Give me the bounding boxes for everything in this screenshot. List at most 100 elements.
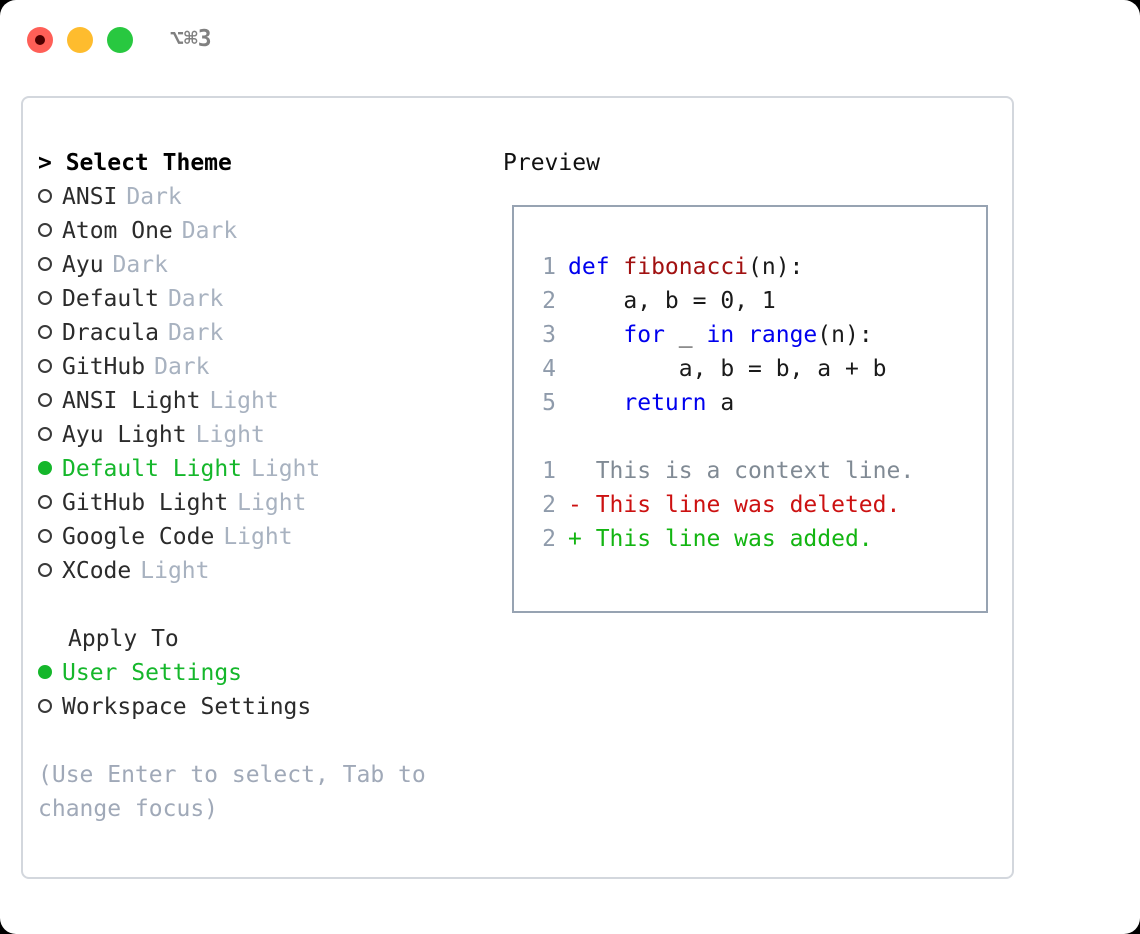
theme-radio bbox=[38, 282, 62, 316]
theme-radio bbox=[38, 384, 62, 418]
theme-list-item[interactable]: ANSI Dark bbox=[38, 180, 488, 214]
code-token: range bbox=[748, 322, 818, 348]
diff-marker: + bbox=[568, 526, 596, 552]
theme-name: ANSI Light bbox=[62, 388, 201, 414]
theme-name: GitHub bbox=[62, 354, 146, 380]
line-number: 2 bbox=[542, 492, 556, 518]
theme-list-item[interactable]: Atom One Dark bbox=[38, 214, 488, 248]
theme-name: GitHub Light bbox=[62, 490, 229, 516]
diff-text: This line was deleted. bbox=[595, 492, 901, 518]
code-token bbox=[568, 390, 623, 416]
theme-mode-tag: Dark bbox=[181, 218, 238, 244]
line-number: 3 bbox=[542, 322, 556, 348]
theme-radio bbox=[38, 316, 62, 350]
theme-list-item[interactable]: ANSI Light Light bbox=[38, 384, 488, 418]
theme-radio bbox=[38, 350, 62, 384]
code-token: in bbox=[706, 322, 749, 348]
code-token: def bbox=[568, 254, 624, 280]
theme-radio bbox=[38, 554, 62, 588]
keyboard-shortcut-label: ⌥⌘3 bbox=[170, 26, 212, 52]
theme-list-item[interactable]: GitHub Dark bbox=[38, 350, 488, 384]
select-theme-header: > Select Theme bbox=[38, 150, 232, 176]
radio-unselected-icon bbox=[38, 494, 52, 509]
theme-radio bbox=[38, 418, 62, 452]
code-token: _ bbox=[664, 322, 707, 348]
diff-marker: - bbox=[568, 492, 596, 518]
apply-to-option[interactable]: Workspace Settings bbox=[38, 690, 488, 724]
code-line: 1 def fibonacci(n): bbox=[530, 250, 914, 284]
code-token: fibonacci bbox=[623, 254, 749, 280]
minimize-button[interactable] bbox=[67, 27, 93, 53]
diff-marker bbox=[568, 458, 596, 484]
theme-mode-tag: Light bbox=[195, 422, 265, 448]
theme-name: Atom One bbox=[62, 218, 173, 244]
theme-mode-tag: Light bbox=[251, 456, 321, 482]
radio-unselected-icon bbox=[38, 256, 52, 271]
radio-unselected-icon bbox=[38, 358, 52, 373]
maximize-button[interactable] bbox=[107, 27, 133, 53]
theme-name: XCode bbox=[62, 558, 132, 584]
theme-mode-tag: Light bbox=[223, 524, 293, 550]
radio-unselected-icon bbox=[38, 222, 52, 237]
apply-to-label: User Settings bbox=[62, 660, 243, 686]
code-token: a, b = b, a + b bbox=[568, 356, 887, 382]
radio-unselected-icon bbox=[38, 528, 52, 543]
radio-unselected-icon bbox=[38, 562, 52, 577]
code-line: 2 a, b = 0, 1 bbox=[530, 284, 914, 318]
apply-to-label: Workspace Settings bbox=[62, 694, 312, 720]
theme-mode-tag: Light bbox=[140, 558, 210, 584]
title-bar: ⌥⌘3 bbox=[0, 0, 1140, 78]
apply-to-option[interactable]: User Settings bbox=[38, 656, 488, 690]
diff-line: 2- This line was deleted. bbox=[530, 488, 914, 522]
theme-mode-tag: Dark bbox=[112, 252, 168, 278]
radio-unselected-icon bbox=[38, 290, 52, 305]
code-line: 4 a, b = b, a + b bbox=[530, 352, 914, 386]
close-button[interactable] bbox=[27, 27, 53, 53]
radio-unselected-icon bbox=[38, 392, 52, 407]
radio-selected-icon bbox=[38, 664, 52, 679]
code-token: a bbox=[706, 390, 735, 416]
theme-list-item[interactable]: XCode Light bbox=[38, 554, 488, 588]
line-number: 4 bbox=[542, 356, 556, 382]
line-number: 1 bbox=[542, 458, 556, 484]
theme-radio bbox=[38, 248, 62, 282]
theme-radio bbox=[38, 180, 62, 214]
code-token: return bbox=[623, 390, 707, 416]
theme-radio bbox=[38, 486, 62, 520]
diff-text: This line was added. bbox=[595, 526, 873, 552]
diff-line: 2 + This line was added. bbox=[530, 522, 914, 556]
theme-mode-tag: Dark bbox=[167, 320, 224, 346]
apply-to-radio bbox=[38, 656, 62, 690]
line-number: 2 bbox=[542, 526, 556, 552]
apply-to-title: Apply To bbox=[68, 626, 179, 652]
close-icon bbox=[35, 35, 45, 45]
theme-radio bbox=[38, 520, 62, 554]
radio-unselected-icon bbox=[38, 324, 52, 339]
line-number: 1 bbox=[542, 254, 556, 280]
code-blank-line bbox=[530, 420, 914, 454]
keyboard-hint-text: (Use Enter to select, Tab to change focu… bbox=[38, 762, 426, 822]
theme-name: ANSI bbox=[62, 184, 118, 210]
theme-mode-tag: Dark bbox=[126, 184, 182, 210]
theme-mode-tag: Light bbox=[209, 388, 279, 414]
code-token: (n): bbox=[817, 322, 873, 348]
code-token: for bbox=[623, 322, 665, 348]
theme-radio bbox=[38, 452, 62, 486]
code-token: (n): bbox=[748, 254, 804, 280]
code-token bbox=[568, 322, 623, 348]
theme-mode-tag: Dark bbox=[154, 354, 210, 380]
